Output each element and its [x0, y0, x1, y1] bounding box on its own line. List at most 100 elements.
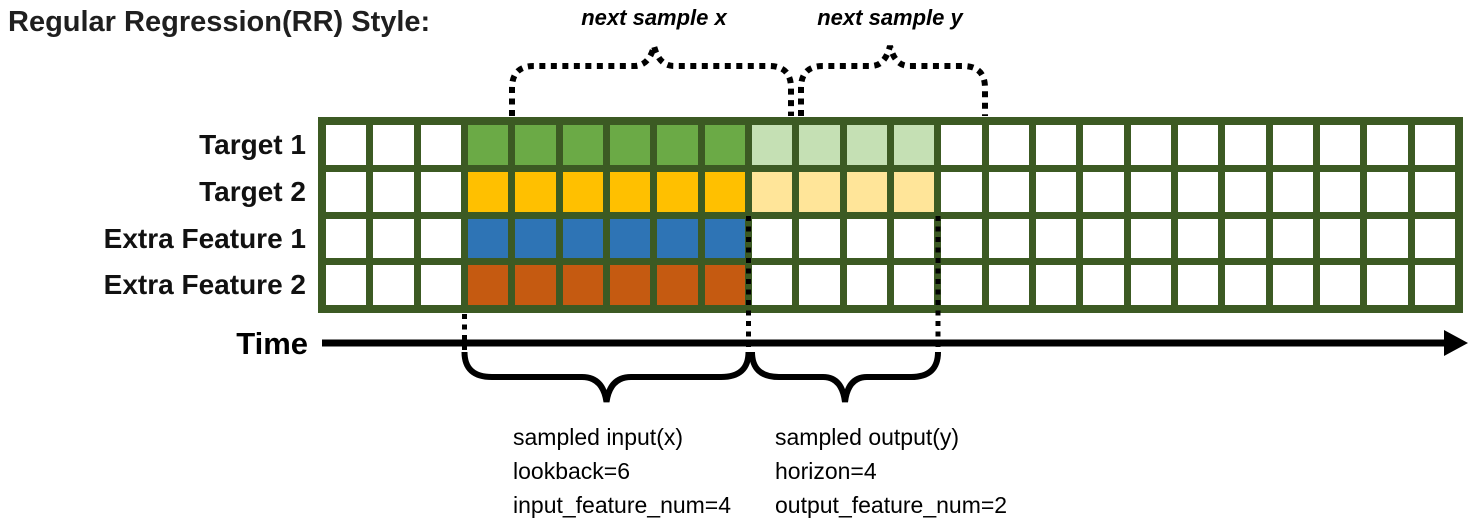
grid-cell — [609, 125, 651, 165]
grid-cell — [467, 171, 509, 212]
grid-cell — [562, 265, 603, 305]
grid-cell — [373, 125, 414, 165]
grid-cell — [704, 171, 745, 212]
grid-cell — [657, 171, 698, 212]
grid-cell — [373, 265, 414, 305]
grid-cell — [326, 171, 367, 212]
grid-cell — [609, 171, 651, 212]
row-label-target-1: Target 1 — [199, 129, 306, 160]
grid-cell — [515, 125, 556, 165]
input-feature-num-label: input_feature_num=4 — [513, 492, 732, 518]
grid-cell — [562, 218, 603, 259]
grid-cell — [893, 218, 935, 259]
grid-cell — [420, 218, 461, 259]
row-label-extra-feature-2: Extra Feature 2 — [103, 269, 306, 300]
diagram-title: Regular Regression(RR) Style: — [8, 6, 431, 38]
grid-cell — [1225, 218, 1266, 259]
grid-cell — [988, 218, 1029, 259]
grid-cell — [1130, 171, 1171, 212]
grid-cell — [751, 171, 793, 212]
sampled-input-label: sampled input(x) — [513, 424, 684, 450]
grid-cell — [1272, 265, 1313, 305]
time-axis-label: Time — [236, 326, 308, 361]
grid-cell — [1035, 125, 1077, 165]
next-sample-y-brace — [798, 45, 988, 116]
grid-cell — [657, 265, 698, 305]
grid-cell — [1177, 218, 1219, 259]
sampled-output-brace — [749, 351, 941, 403]
timeseries-grid — [318, 117, 1463, 313]
grid-cell — [1319, 218, 1361, 259]
grid-cell — [799, 265, 840, 305]
grid-cell — [1083, 125, 1124, 165]
grid-cell — [1035, 171, 1077, 212]
grid-cell — [467, 125, 509, 165]
grid-cell — [941, 218, 982, 259]
grid-cell — [799, 218, 840, 259]
grid-cell — [1177, 125, 1219, 165]
grid-cell — [846, 265, 887, 305]
grid-cell — [988, 265, 1029, 305]
grid-cell — [1414, 218, 1455, 259]
grid-cell — [562, 171, 603, 212]
horizon-label: horizon=4 — [775, 458, 877, 484]
grid-cell — [1272, 125, 1313, 165]
grid-cell — [941, 125, 982, 165]
grid-cell — [1130, 265, 1171, 305]
grid-cell — [704, 125, 745, 165]
grid-cell — [846, 171, 887, 212]
input-annotation-block: sampled input(x) lookback=6 input_featur… — [513, 420, 731, 522]
sampled-output-label: sampled output(y) — [775, 424, 960, 450]
output-annotation-block: sampled output(y) horizon=4 output_featu… — [775, 420, 1007, 522]
row-label-extra-feature-1: Extra Feature 1 — [103, 223, 306, 254]
grid-cell — [1130, 125, 1171, 165]
grid-cell — [1225, 265, 1266, 305]
grid-cell — [562, 125, 603, 165]
row-label-target-2: Target 2 — [199, 176, 306, 207]
grid-cell — [893, 265, 935, 305]
grid-cell — [751, 265, 793, 305]
grid-cell — [751, 125, 793, 165]
grid-cell — [799, 125, 840, 165]
grid-cell — [893, 171, 935, 212]
grid-cell — [1177, 171, 1219, 212]
grid-cell — [941, 171, 982, 212]
next-sample-x-label: next sample x — [581, 5, 727, 30]
grid-cell — [1130, 218, 1171, 259]
grid-cell — [988, 171, 1029, 212]
grid-cell — [1177, 265, 1219, 305]
sampled-input-brace — [461, 351, 752, 403]
grid-cell — [846, 218, 887, 259]
grid-cell — [420, 125, 461, 165]
next-sample-y-label: next sample y — [817, 5, 963, 30]
grid-cell — [1367, 218, 1408, 259]
grid-cell — [941, 265, 982, 305]
grid-cell — [1225, 171, 1266, 212]
grid-cell — [326, 218, 367, 259]
grid-cell — [751, 218, 793, 259]
grid-cell — [1083, 265, 1124, 305]
grid-cell — [1272, 171, 1313, 212]
time-arrow-head — [1444, 330, 1468, 356]
grid-cell — [326, 125, 367, 165]
lookback-label: lookback=6 — [513, 458, 630, 484]
output-feature-num-label: output_feature_num=2 — [775, 492, 1008, 518]
grid-cell — [1319, 125, 1361, 165]
grid-cell — [1319, 265, 1361, 305]
grid-cell — [515, 218, 556, 259]
grid-cell — [515, 171, 556, 212]
grid-cell — [1225, 125, 1266, 165]
grid-cell — [609, 218, 651, 259]
grid-cell — [420, 265, 461, 305]
grid-cell — [1367, 125, 1408, 165]
grid-cell — [893, 125, 935, 165]
grid-cell — [326, 265, 367, 305]
next-sample-x-brace — [509, 45, 794, 116]
grid-cell — [1367, 171, 1408, 212]
grid-cell — [846, 125, 887, 165]
grid-cell — [467, 218, 509, 259]
grid-cell — [467, 265, 509, 305]
grid-cell — [515, 265, 556, 305]
grid-cell — [609, 265, 651, 305]
grid-cell — [1272, 218, 1313, 259]
